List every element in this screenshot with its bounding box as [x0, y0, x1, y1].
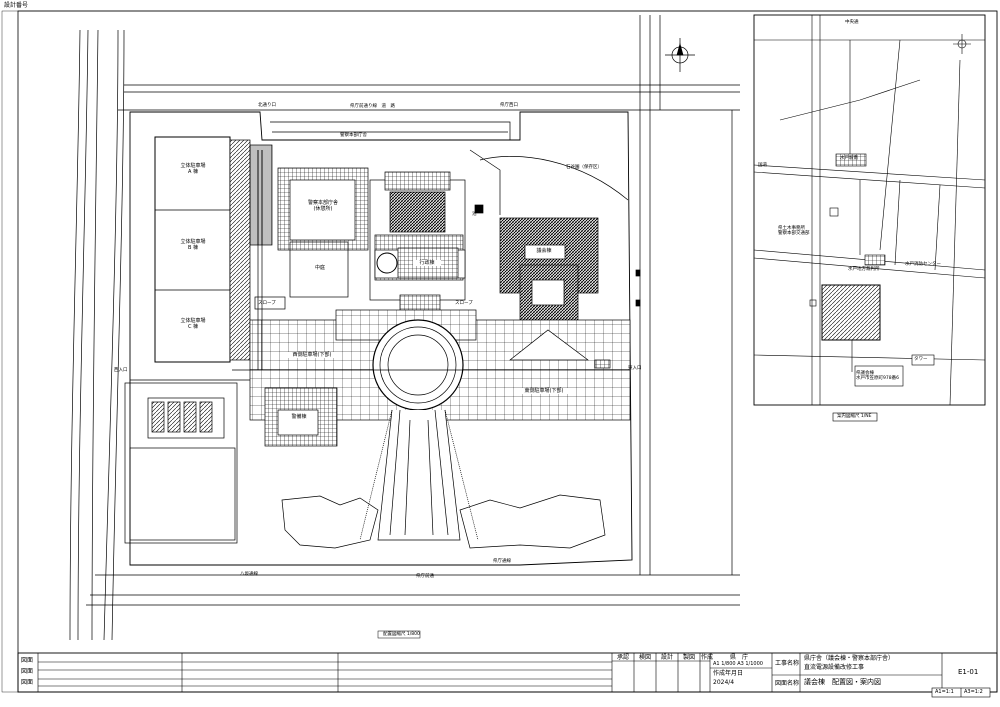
south-gate-2-label: 県庁前通 [416, 574, 434, 579]
title-block-lines [17, 652, 998, 698]
guide-station-label: 水戸駅南 [840, 156, 858, 161]
date-label: 作成年月日 [713, 670, 744, 677]
pond-label: 石谷園（保存区） [566, 165, 602, 170]
office-name: 県 庁 [730, 654, 749, 661]
header-label: 設計番号 [4, 2, 29, 9]
guide-map-caption: 案内図縮尺 1/NE [837, 414, 872, 419]
east-parking-label: 東側駐車場(下部) [514, 388, 574, 394]
revision-label-2: 図面 [21, 668, 34, 675]
drawing-label: 図面名称 [775, 680, 800, 687]
stamp-draft: 製図 [683, 654, 696, 661]
slope-west-label: スロープ [258, 301, 276, 306]
parking-a-label: 立体駐車場 A 棟 [173, 163, 213, 175]
stamp-approve: 承認 [617, 654, 630, 661]
parking-b-label: 立体駐車場 B 棟 [173, 239, 213, 251]
scale-text: A1 1/800 A3 1/1000 [713, 661, 763, 667]
north-gate-label: 北通り口 [258, 103, 276, 108]
guide-office-1-label: 県土木事務所 警察本部交通部 [778, 226, 810, 236]
south-gate-1-label: 八坂通線 [240, 572, 258, 577]
courtyard-label: 中庭 [314, 265, 325, 271]
gikai-building-label: 議会棟 [527, 248, 561, 254]
top-road-label: 県庁前通り線 道 路 [350, 104, 395, 109]
guide-office-2-label: 水戸地方裁判所 [848, 267, 880, 272]
scale-badge-a1: A1=1:1 [935, 689, 954, 695]
guide-tower-label: タワー [914, 357, 928, 362]
south-road-label: 県庁通線 [493, 559, 511, 564]
revision-label-3: 図面 [21, 679, 34, 686]
east-gate-label: 東入口 [628, 366, 642, 371]
entrance-west-label: 県庁西口 [500, 103, 518, 108]
revision-label-1: 図面 [21, 657, 34, 664]
guide-office-3-label: 水戸消防センター [905, 262, 941, 267]
west-parking-label: 西側駐車場(下部) [282, 352, 342, 358]
guide-road-1-label: 国道 [758, 163, 767, 168]
stamp-check: 検図 [639, 654, 652, 661]
stamp-design: 設計 [661, 654, 674, 661]
keibi-building-label: 警備棟 [284, 414, 314, 420]
guide-target-label: 県議会棟 水戸市笠原町978番6 [856, 371, 899, 381]
parking-c-label: 立体駐車場 C 棟 [173, 318, 213, 330]
top-building-label: 警察本部庁舎 [340, 133, 367, 138]
scale-badge-a3: A3=1:2 [964, 689, 983, 695]
project-label: 工事名称 [775, 660, 800, 667]
main-scale-caption: 配置図縮尺 1/800 [383, 632, 420, 637]
date-value: 2024/4 [713, 679, 735, 686]
west-gate-label: 西入口 [114, 368, 128, 373]
dam-label: 池 [472, 212, 477, 217]
guide-map [753, 14, 986, 422]
project-name-2: 直流電源設備改修工事 [804, 664, 865, 671]
main-site-plan [69, 15, 740, 641]
drawing-name: 議会棟 配置図・案内図 [804, 678, 881, 686]
guide-road-2-label: 中央通 [845, 20, 859, 25]
drawing-number: E1-01 [958, 668, 979, 676]
project-name-1: 県庁舎（議会棟・警察本部庁舎） [804, 655, 895, 662]
slope-east-label: スロープ [455, 301, 473, 306]
gyosei-building-label: 行政棟 [413, 260, 441, 266]
police-building-label: 警察本部庁舎 (休憩所) [300, 200, 346, 212]
designer-label: 作成 [701, 654, 714, 661]
